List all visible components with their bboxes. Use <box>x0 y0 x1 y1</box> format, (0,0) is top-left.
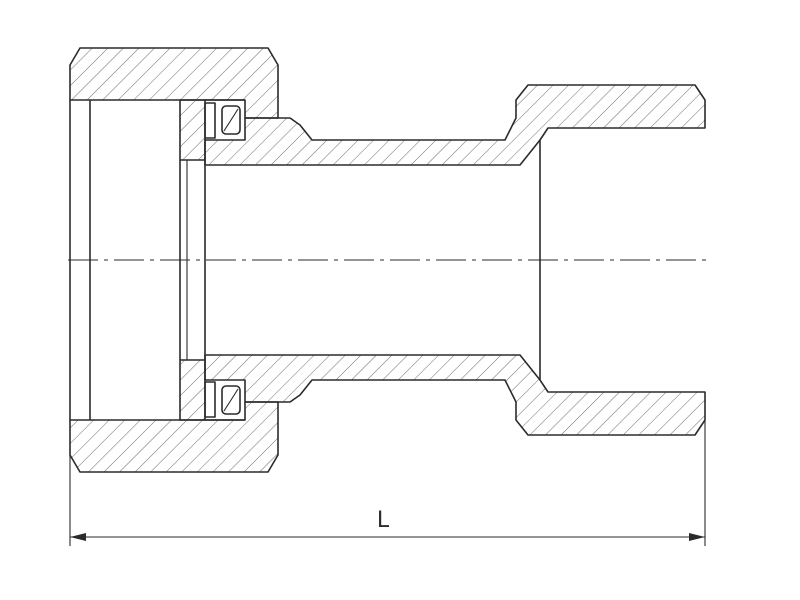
body-bottom-section <box>204 354 706 436</box>
o-ring-bottom <box>221 385 241 415</box>
o-ring-top <box>221 105 241 135</box>
dimension-arrow-left <box>70 533 86 541</box>
retainer-ring-bottom <box>204 381 216 418</box>
flange-top-section <box>179 99 206 161</box>
o-ring-top-mark <box>223 108 239 132</box>
dimension-arrow-right <box>689 533 705 541</box>
flange-bottom-section <box>179 359 206 421</box>
body-top-section <box>204 84 706 166</box>
retainer-ring-top <box>204 102 216 139</box>
nut-bottom-section <box>69 401 279 473</box>
dimension-label: L <box>377 508 390 533</box>
o-ring-bottom-mark <box>223 388 239 412</box>
nut-top-section <box>69 47 279 119</box>
